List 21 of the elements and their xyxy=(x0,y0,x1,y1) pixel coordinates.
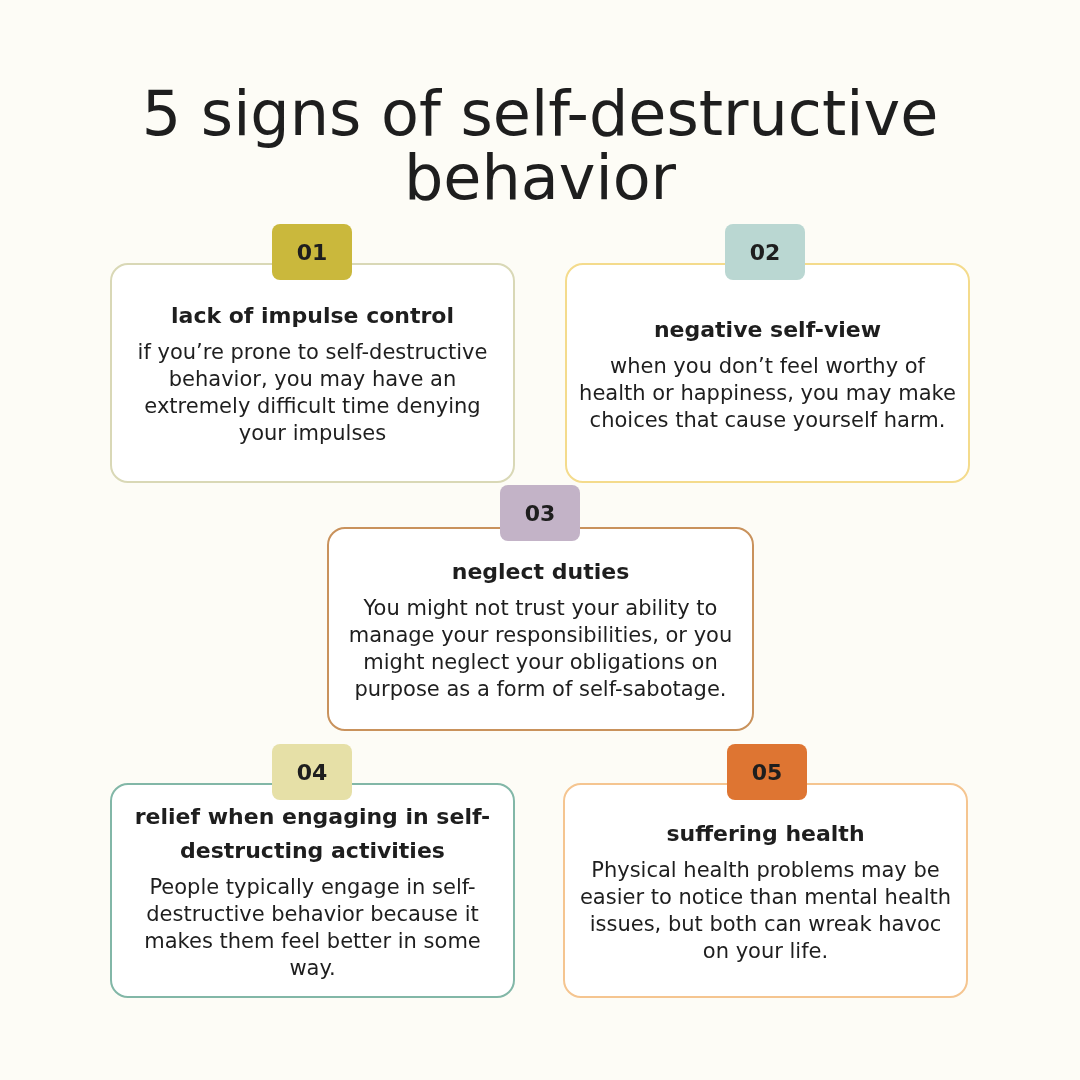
card-heading: negative self-view xyxy=(653,315,882,344)
card-heading: neglect duties xyxy=(451,558,630,586)
number-badge: 04 xyxy=(272,744,352,800)
card-text: You might not trust your ability to manage your responsibilities, or you might neglect your obligations on purpose as a form of self-sabotage. xyxy=(347,595,734,703)
card-heading: lack of impulse control xyxy=(171,302,454,330)
sign-card xyxy=(110,263,515,483)
sign-card xyxy=(110,783,515,998)
card-text: if you’re prone to self-destructive behavior, you may have an extremely difficult time denying your impulses xyxy=(136,339,489,447)
card-heading: relief when engaging in self-destructing activities xyxy=(133,802,492,865)
number-badge: 01 xyxy=(272,224,352,280)
sign-card xyxy=(565,263,970,483)
title: 5 signs of self-destructive behavior xyxy=(140,82,940,210)
sign-card xyxy=(563,783,968,998)
card-text: People typically engage in self-destructive behavior because it makes them feel better in some way. xyxy=(143,873,482,982)
card-text: when you don’t feel worthy of health or happiness, you may make choices that cause yourself harm. xyxy=(578,352,957,434)
number-badge: 03 xyxy=(500,485,580,541)
number-badge: 05 xyxy=(727,744,807,800)
card-text: Physical health problems may be easier to notice than mental health issues, but both can wreak havoc on your life. xyxy=(578,856,953,965)
number-badge: 02 xyxy=(725,224,805,280)
sign-card xyxy=(327,527,754,731)
card-heading: suffering health xyxy=(666,819,865,848)
